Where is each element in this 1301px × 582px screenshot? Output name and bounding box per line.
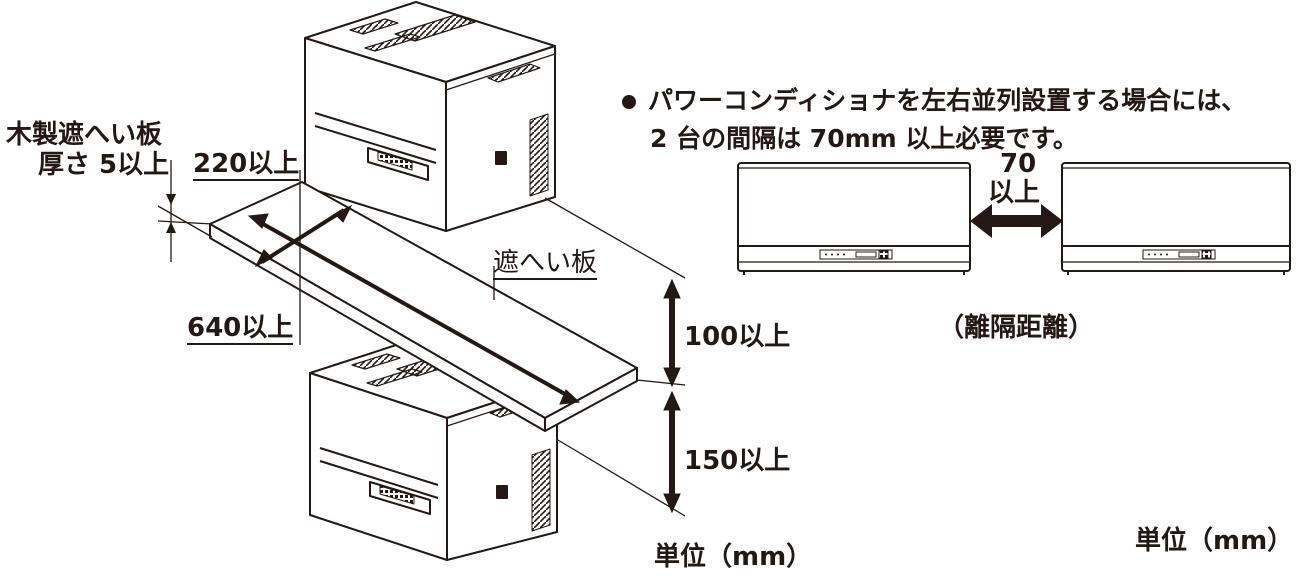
- extension-lines: [157, 160, 686, 517]
- wood-board-label: 木製遮へい板: [6, 120, 163, 150]
- parallel-install-note: パワーコンディショナを左右並列設置する場合には、 2 台の間隔は 70mm 以上…: [622, 82, 1246, 158]
- shield-board: [209, 181, 638, 432]
- separation-caption: （離隔距離）: [938, 313, 1095, 343]
- depth-arrow: [254, 204, 353, 268]
- horizontal-gap-arrow: [970, 204, 1063, 238]
- vertical-gap-arrows: [663, 278, 681, 514]
- upper-gap-label: 100以上: [684, 322, 791, 352]
- bullet-icon: [622, 95, 636, 109]
- lower-power-conditioner: [309, 336, 558, 561]
- shield-board-label: 遮へい板: [493, 248, 598, 280]
- unit-label-right: 単位（mm）: [1135, 526, 1294, 556]
- lower-gap-label: 150以上: [684, 446, 791, 476]
- upper-power-conditioner: [304, 1, 556, 232]
- wood-board-thickness-label: 厚さ 5以上: [38, 150, 170, 180]
- left-unit-front-view: [737, 162, 971, 275]
- depth-dimension-label: 220以上: [193, 149, 300, 181]
- right-unit-front-view: [1061, 162, 1291, 275]
- width-arrow: [247, 213, 581, 405]
- note-line-1: パワーコンディショナを左右並列設置する場合には、: [648, 86, 1247, 115]
- thickness-arrows: [166, 194, 176, 233]
- note-line-2: 2 台の間隔は 70mm 以上必要です。: [650, 124, 1078, 153]
- gap-value-label: 70: [1000, 149, 1037, 179]
- width-dimension-label: 640以上: [187, 313, 294, 345]
- unit-label-left: 単位（mm）: [654, 542, 813, 572]
- gap-suffix-label: 以上: [988, 178, 1041, 208]
